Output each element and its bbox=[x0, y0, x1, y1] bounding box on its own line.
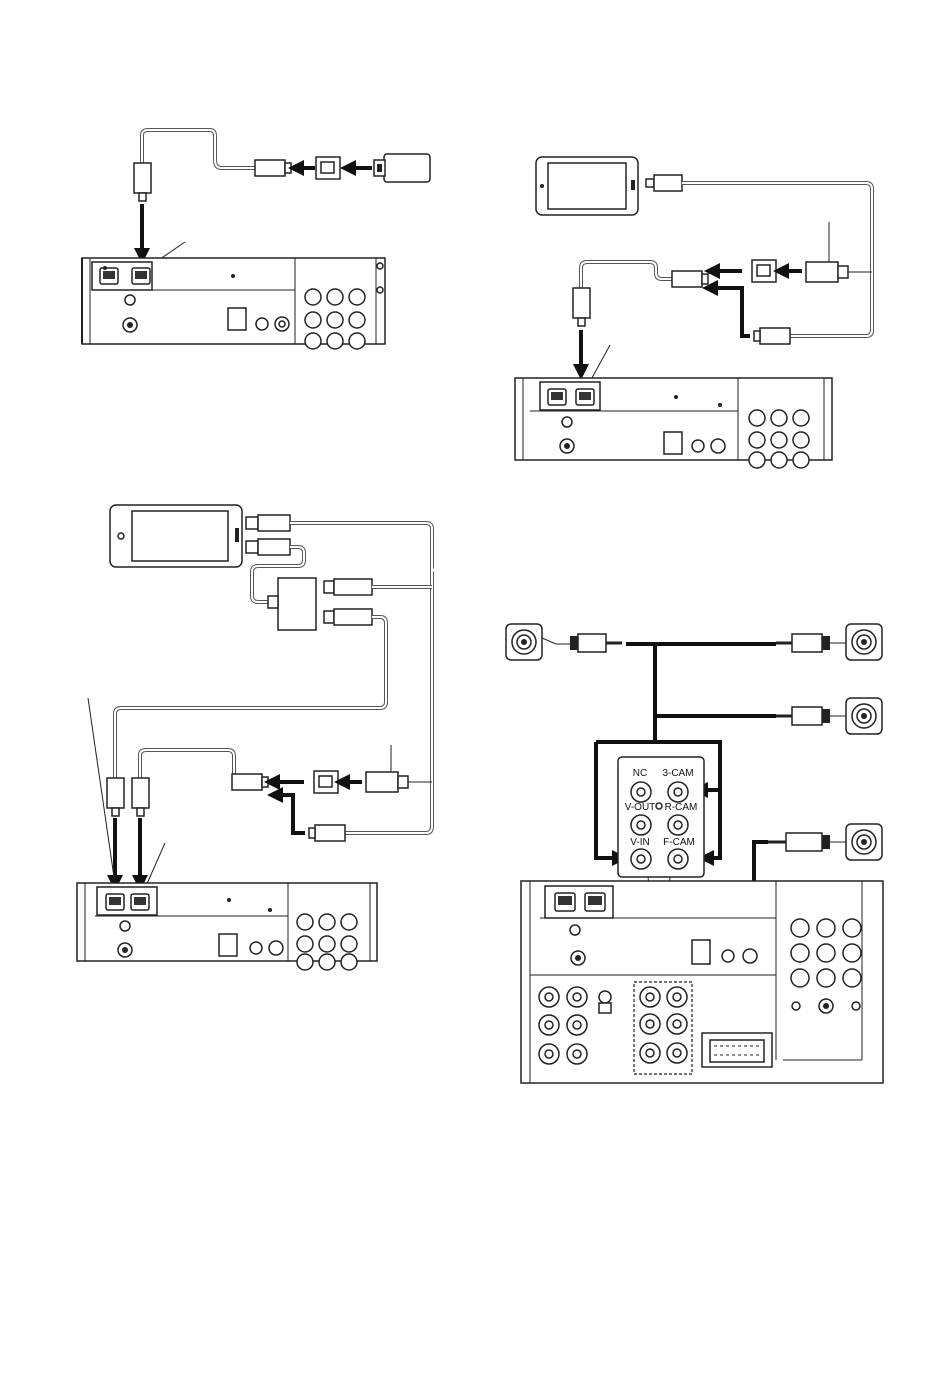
diagram-usb-device bbox=[82, 130, 430, 349]
rca-plug bbox=[792, 634, 822, 652]
usb-connector bbox=[366, 772, 398, 792]
camera-icon bbox=[830, 624, 882, 660]
head-unit-rear bbox=[82, 258, 385, 349]
usb-memory-stick bbox=[384, 154, 430, 182]
head-unit-rear-large bbox=[521, 881, 883, 1083]
rca-plug bbox=[786, 833, 822, 851]
usb-plug bbox=[134, 163, 151, 193]
diagram-android-phone bbox=[515, 157, 872, 468]
rca-jack-panel: NC 3-CAM V-OUT R-CAM V-IN F-CAM bbox=[618, 757, 704, 877]
phone-cable bbox=[682, 183, 872, 336]
camera-icon bbox=[830, 698, 882, 734]
jack-label-nc: NC bbox=[633, 768, 647, 779]
rca-plug bbox=[578, 634, 606, 652]
rca-plug bbox=[792, 707, 822, 725]
usb-cable bbox=[142, 130, 258, 168]
diagram-cameras: NC 3-CAM V-OUT R-CAM V-IN F-CAM bbox=[506, 624, 883, 1083]
jack-label-3cam: 3-CAM bbox=[662, 768, 693, 779]
left-arrow-icon bbox=[275, 795, 305, 833]
phone-cable-1 bbox=[290, 523, 432, 833]
usb-connector bbox=[806, 262, 838, 282]
jack-label-vout: V-OUT bbox=[625, 802, 656, 813]
camera-icon bbox=[506, 624, 570, 660]
cable-plug-end bbox=[255, 160, 285, 176]
diagram-iphone-dual-usb bbox=[77, 505, 436, 970]
av-cable bbox=[115, 617, 386, 780]
jack-label-fcam: F-CAM bbox=[663, 837, 695, 848]
usb-cable bbox=[581, 262, 672, 290]
head-unit-rear bbox=[515, 378, 832, 468]
av-adaptor bbox=[278, 578, 316, 630]
jack-label-vin: V-IN bbox=[630, 837, 649, 848]
left-arrow-icon bbox=[710, 288, 750, 336]
head-unit-rear bbox=[77, 883, 377, 970]
jack-label-rcam: R-CAM bbox=[665, 802, 698, 813]
camera-icon bbox=[830, 824, 882, 860]
